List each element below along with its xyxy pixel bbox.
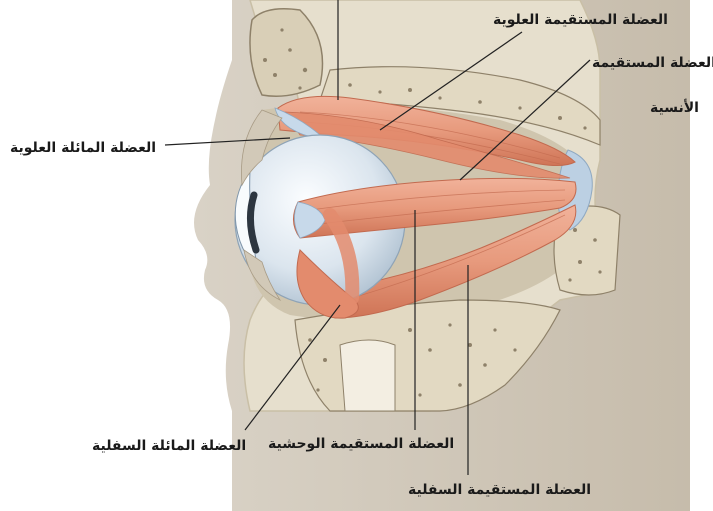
label-rectus-line1: العضلة المستقيمة [592, 55, 713, 71]
label-inferior-rectus: العضلة المستقيمة السفلية [408, 482, 591, 498]
label-rectus-line2: الأنسية [650, 100, 699, 116]
label-superior-oblique: العضلة المائلة العلوية [10, 140, 156, 156]
label-lateral-rectus: العضلة المستقيمة الوحشية [268, 436, 454, 452]
label-superior-rectus: العضلة المستقيمة العلوية [493, 12, 668, 28]
label-inferior-oblique: العضلة المائلة السفلية [92, 438, 246, 454]
